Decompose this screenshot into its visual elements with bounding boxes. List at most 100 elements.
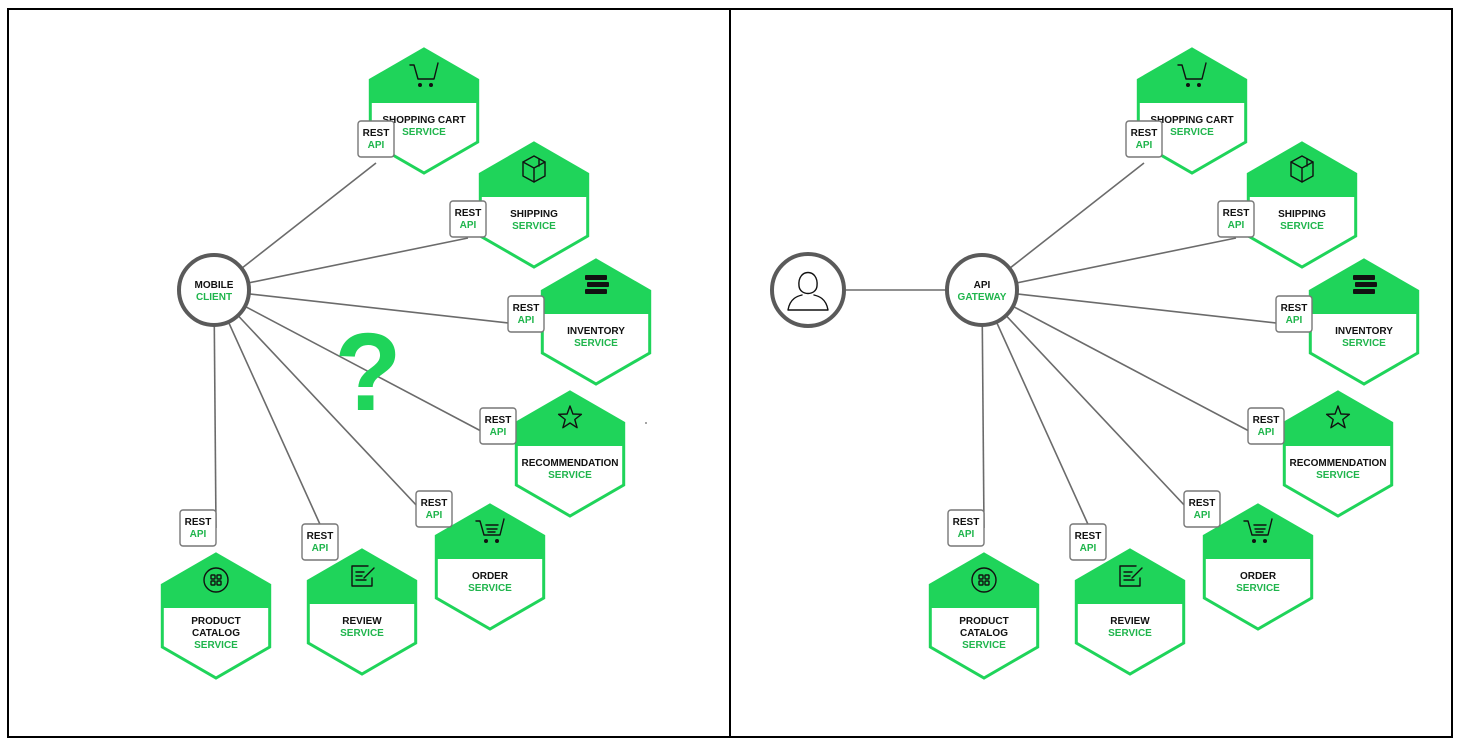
api-label: API: [1080, 543, 1097, 554]
rest-label: REST: [1131, 128, 1158, 139]
connector-line: [213, 289, 217, 529]
connector-line: [981, 289, 985, 529]
rest-label: REST: [1075, 531, 1102, 542]
stack-icon: [585, 275, 609, 294]
catalog-icon: [203, 567, 229, 593]
service-hexagon-top: [1284, 392, 1392, 446]
service-subtitle: SERVICE: [1236, 583, 1280, 594]
catalog-icon: [971, 567, 997, 593]
service-subtitle: SERVICE: [468, 583, 512, 594]
rest-label: REST: [455, 208, 482, 219]
service-name: PRODUCT: [191, 616, 240, 627]
service-name: RECOMMENDATION: [1289, 458, 1386, 469]
rest-label: REST: [953, 517, 980, 528]
connector-line: [981, 289, 1203, 525]
question-mark: ?: [334, 311, 401, 434]
rest-label: REST: [307, 531, 334, 542]
user-node: [770, 252, 846, 328]
service-subtitle: SERVICE: [1316, 470, 1360, 481]
service-hexagon-top: [308, 550, 416, 604]
service-subtitle: SERVICE: [194, 640, 238, 651]
api-label: API: [490, 427, 507, 438]
service-name: REVIEW: [1110, 616, 1150, 627]
star-icon: [557, 405, 583, 429]
service-subtitle: SERVICE: [340, 628, 384, 639]
connector-line: [981, 237, 1237, 291]
rest-label: REST: [1253, 415, 1280, 426]
service-subtitle: SERVICE: [962, 640, 1006, 651]
rest-label: REST: [1189, 498, 1216, 509]
service-subtitle: SERVICE: [574, 338, 618, 349]
api-label: API: [368, 140, 385, 151]
service-name: SHIPPING: [510, 209, 558, 220]
service-subtitle: SERVICE: [512, 221, 556, 232]
service-name: PRODUCT: [959, 616, 1008, 627]
api-label: API: [518, 315, 535, 326]
api-label: API: [1228, 220, 1245, 231]
rest-label: REST: [1223, 208, 1250, 219]
stray-dot: [645, 422, 647, 424]
connector-line: [213, 289, 435, 525]
service-name: INVENTORY: [1335, 326, 1393, 337]
service-subtitle: SERVICE: [1280, 221, 1324, 232]
api-label: API: [190, 529, 207, 540]
user-icon: [787, 271, 829, 311]
service-subtitle: SERVICE: [1170, 127, 1214, 138]
package-icon: [522, 155, 546, 183]
service-subtitle: SERVICE: [1108, 628, 1152, 639]
connector-line: [981, 289, 1295, 326]
review-icon: [351, 565, 375, 587]
api-label: API: [1286, 315, 1303, 326]
service-hexagon-top: [1138, 49, 1246, 103]
rest-label: REST: [1281, 303, 1308, 314]
service-subtitle: SERVICE: [548, 470, 592, 481]
api-label: API: [1136, 140, 1153, 151]
connector-line: [213, 289, 527, 326]
service-hexagon-top: [370, 49, 478, 103]
shopping-cart-icon: [1177, 62, 1207, 87]
hub-sublabel: CLIENT: [196, 292, 232, 303]
api-label: API: [460, 220, 477, 231]
service-subtitle: SERVICE: [402, 127, 446, 138]
order-cart-icon: [1243, 518, 1273, 543]
connector-line: [981, 289, 1097, 543]
service-name: REVIEW: [342, 616, 382, 627]
service-name: ORDER: [1240, 571, 1277, 582]
service-subtitle: SERVICE: [1342, 338, 1386, 349]
hub-sublabel: GATEWAY: [958, 292, 1007, 303]
hub-label: API: [974, 280, 991, 291]
rest-label: REST: [421, 498, 448, 509]
rest-label: REST: [513, 303, 540, 314]
rest-label: REST: [363, 128, 390, 139]
service-name: SHOPPING CART: [1150, 115, 1233, 126]
service-name: RECOMMENDATION: [521, 458, 618, 469]
service-name: CATALOG: [960, 628, 1008, 639]
hub-label: MOBILE: [195, 280, 234, 291]
service-name: INVENTORY: [567, 326, 625, 337]
service-name: SHOPPING CART: [382, 115, 465, 126]
